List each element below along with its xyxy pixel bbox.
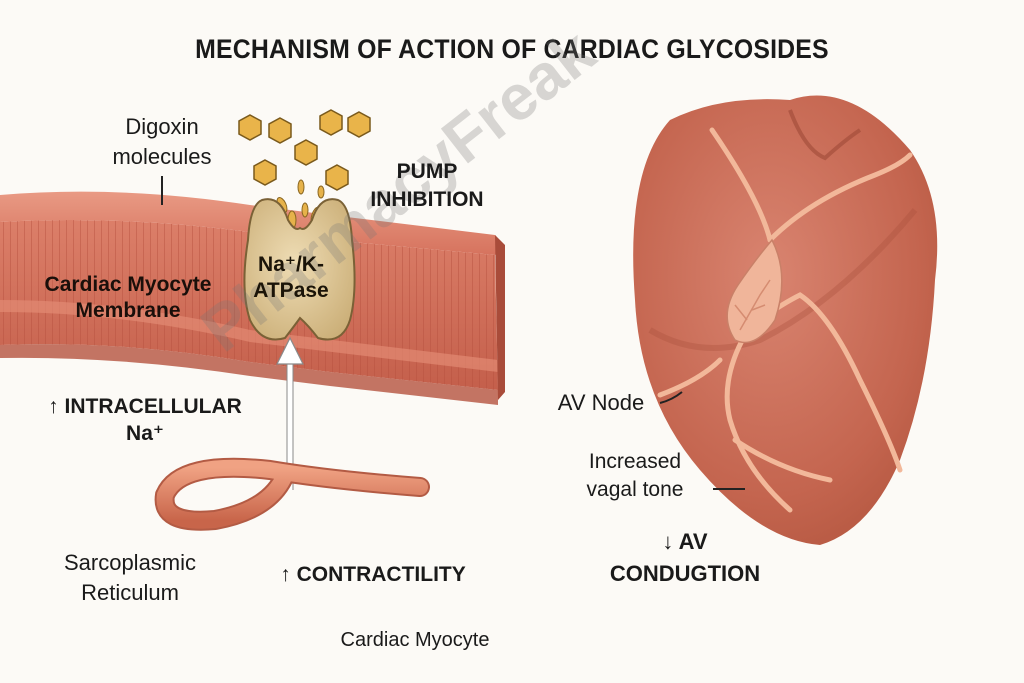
heart [633, 95, 938, 546]
sr-label-line2: Reticulum [81, 580, 179, 605]
sarcoplasmic-reticulum [154, 457, 430, 531]
digoxin-label-line1: Digoxin [125, 114, 199, 139]
av-node-pointer-line [659, 391, 683, 404]
cardiac-myocyte-label: Cardiac Myocyte [340, 629, 490, 651]
av-conduction-line1: ↓ AV [662, 529, 708, 554]
vagal-tone-line2: vagal tone [586, 478, 684, 501]
digoxin-label-line2: molecules [112, 144, 212, 169]
pump-label-line1: Na⁺/K- [258, 253, 324, 276]
digoxin-label: Digoxin molecules [92, 112, 232, 172]
pump-inhibition-label: PUMP INHIBITION [362, 158, 492, 214]
vagal-tone-line1: Increased [588, 450, 682, 473]
hexagon-icon [268, 117, 292, 144]
page-title: MECHANISM OF ACTION OF CARDIAC GLYCOSIDE… [195, 34, 829, 64]
sr-label-line1: Sarcoplasmic [63, 550, 197, 575]
intracellular-line1: ↑ INTRACELLULAR [48, 395, 242, 418]
digoxin-molecules [238, 109, 371, 191]
av-conduction-line2: CONDUGTION [609, 561, 761, 586]
na-k-atpase-pump [243, 198, 356, 341]
contractility-label: ↑ CONTRACTILITY [280, 563, 466, 586]
hexagon-icon [294, 139, 318, 166]
intracellular-na-label: ↑ INTRACELLULAR Na⁺ [40, 393, 250, 447]
membrane-label-line2: Membrane [75, 299, 181, 322]
pump-inhibition-line1: PUMP [396, 160, 458, 183]
av-conduction-label: ↓ AV CONDUGTION [590, 526, 780, 590]
sarcoplasmic-reticulum-label: Sarcoplasmic Reticulum [50, 548, 210, 608]
hexagon-icon [253, 159, 277, 186]
intracellular-line2: Na⁺ [126, 422, 164, 445]
pump-inhibition-line2: INHIBITION [370, 188, 484, 211]
hexagon-icon [319, 109, 343, 136]
pump-label-line2: ATPase [253, 279, 329, 302]
pump-label: Na⁺/K- ATPase [246, 252, 336, 304]
av-node-label: AV Node [557, 390, 645, 415]
hexagon-icon [238, 114, 262, 141]
hexagon-icon [325, 164, 349, 191]
membrane-label-line1: Cardiac Myocyte [44, 273, 212, 296]
hexagon-icon [347, 111, 371, 138]
vagal-tone-label: Increased vagal tone [560, 448, 710, 504]
membrane-label: Cardiac Myocyte Membrane [28, 272, 228, 324]
